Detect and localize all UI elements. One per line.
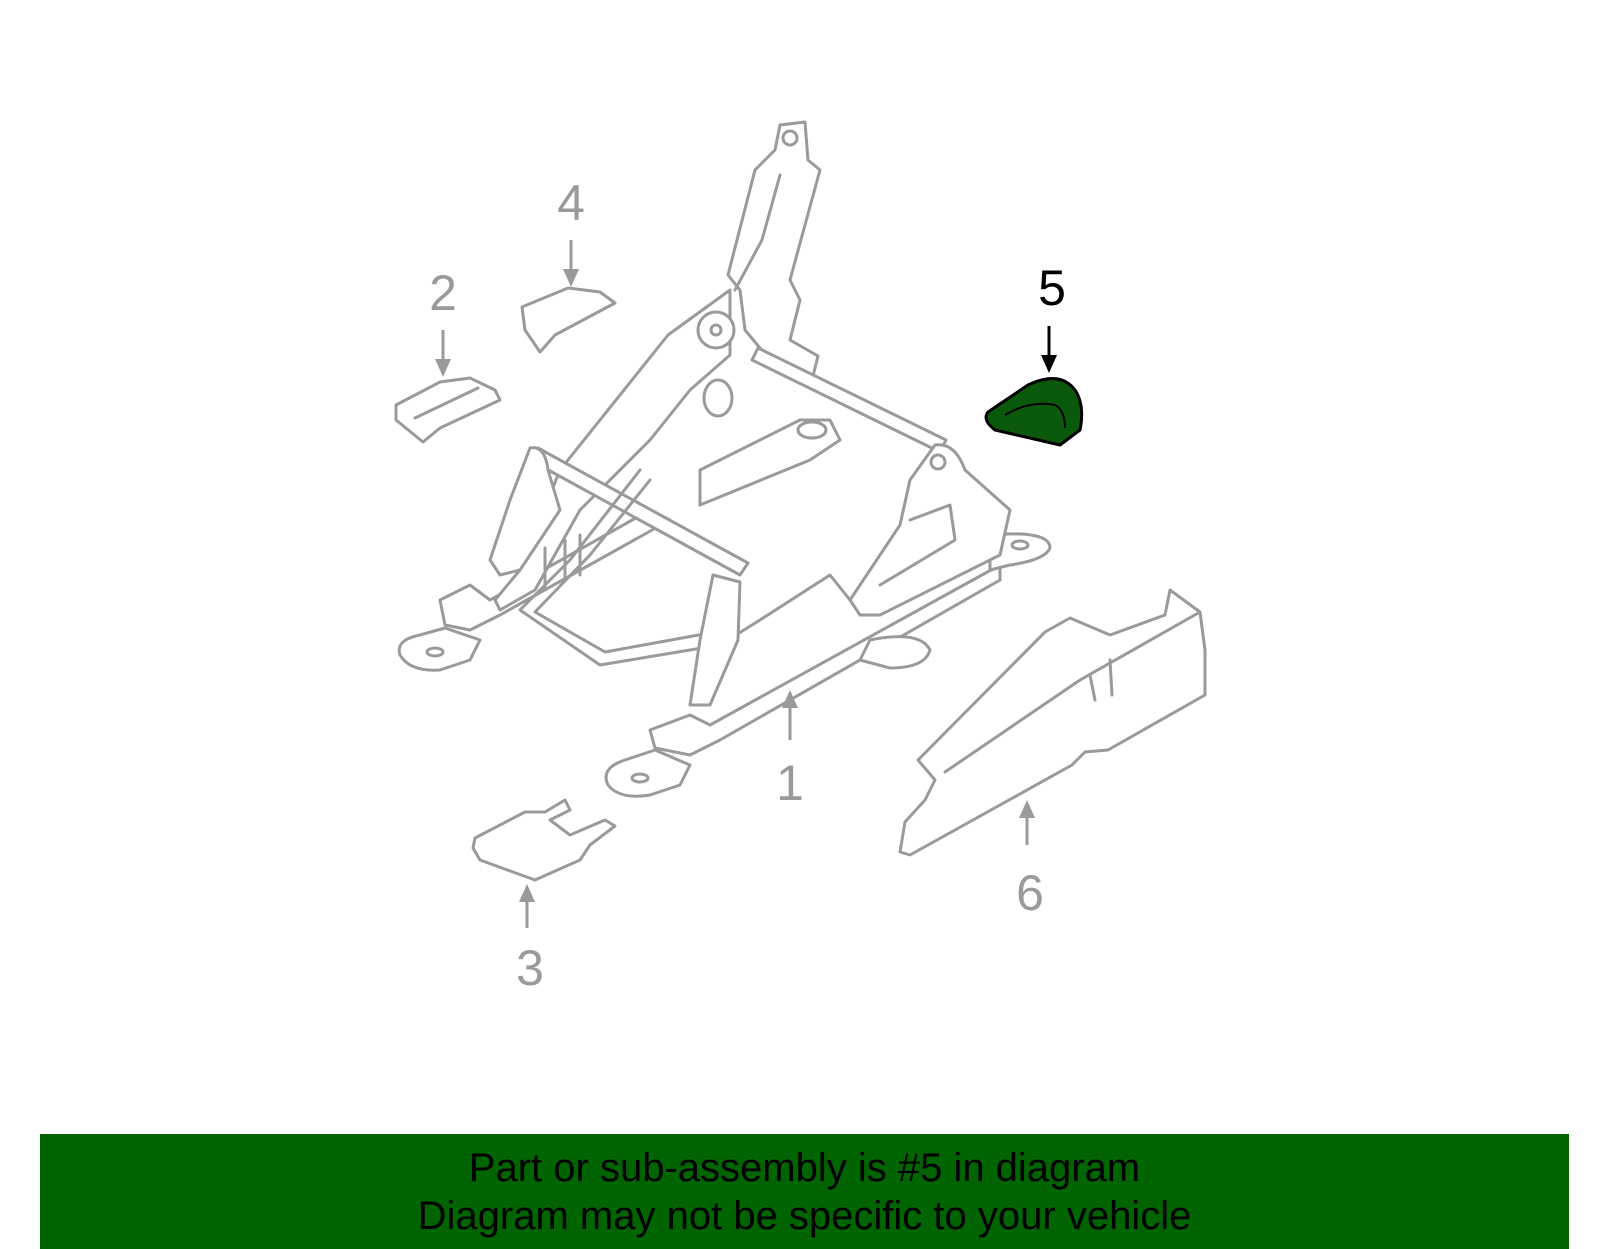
part-3-cover[interactable] xyxy=(471,798,617,882)
callout-3-arrowhead xyxy=(519,884,535,902)
callout-2-arrowhead xyxy=(435,359,451,377)
callout-1: 1 xyxy=(776,755,804,811)
banner-line-2: Diagram may not be specific to your vehi… xyxy=(417,1193,1192,1238)
callout-3: 3 xyxy=(516,940,544,996)
callout-5: 5 xyxy=(1038,260,1066,316)
callout-6: 6 xyxy=(1016,865,1044,921)
callout-5-arrowhead xyxy=(1041,355,1057,373)
callout-1-arrowhead xyxy=(782,690,798,708)
banner-line-1: Part or sub-assembly is #5 in diagram xyxy=(468,1145,1141,1190)
callout-4: 4 xyxy=(557,175,585,231)
info-banner: Part or sub-assembly is #5 in diagram Di… xyxy=(40,1134,1569,1249)
callout-2: 2 xyxy=(429,265,457,321)
part-1-seat-frame[interactable] xyxy=(397,120,1052,798)
callout-4-arrowhead xyxy=(563,269,579,287)
part-2-bracket[interactable] xyxy=(394,376,502,444)
callout-6-arrowhead xyxy=(1019,800,1035,818)
part-6-side-shield[interactable] xyxy=(898,588,1207,857)
part-5-highlighted-cover[interactable] xyxy=(984,377,1084,447)
part-4-bracket[interactable] xyxy=(520,286,617,354)
